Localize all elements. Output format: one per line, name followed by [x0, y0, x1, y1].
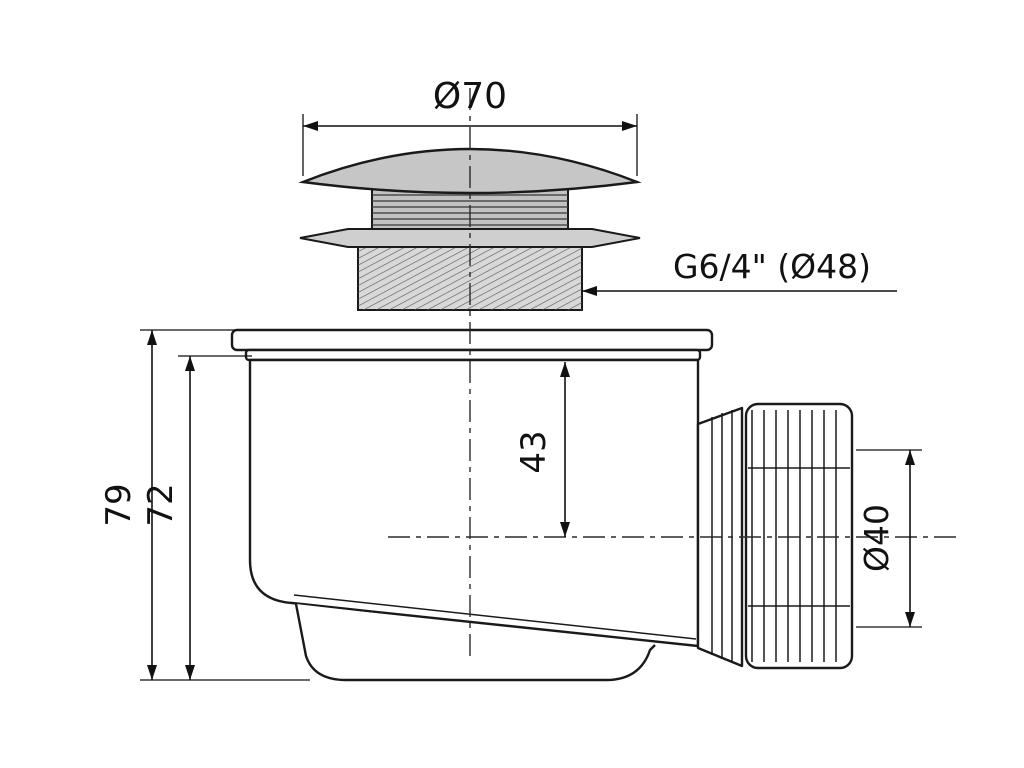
body-cup-inner-bottom	[293, 594, 697, 640]
dim-height-body: 72	[141, 355, 252, 680]
dim-outlet-diameter: Ø40	[856, 449, 922, 628]
dim-cap-diameter-label: Ø70	[433, 76, 507, 117]
body-flange	[230, 328, 714, 352]
outlet-cone-rings	[711, 410, 733, 662]
dim-cap-diameter: Ø70	[302, 76, 638, 176]
body-flange-step	[244, 348, 702, 362]
dim-height-total-label: 79	[99, 483, 139, 526]
body-bowl	[294, 603, 656, 682]
dim-thread-label: G6/4" (Ø48)	[673, 247, 871, 286]
dim-height-total: 79	[99, 329, 310, 681]
dim-height-body-label: 72	[141, 483, 181, 526]
dim-depth-inner-label: 43	[514, 430, 554, 473]
outlet-nut	[744, 402, 854, 670]
dim-outlet-diameter-label: Ø40	[857, 504, 896, 572]
body-cup	[248, 358, 700, 648]
dim-thread: G6/4" (Ø48)	[582, 247, 897, 296]
dim-depth-inner: 43	[514, 362, 570, 537]
